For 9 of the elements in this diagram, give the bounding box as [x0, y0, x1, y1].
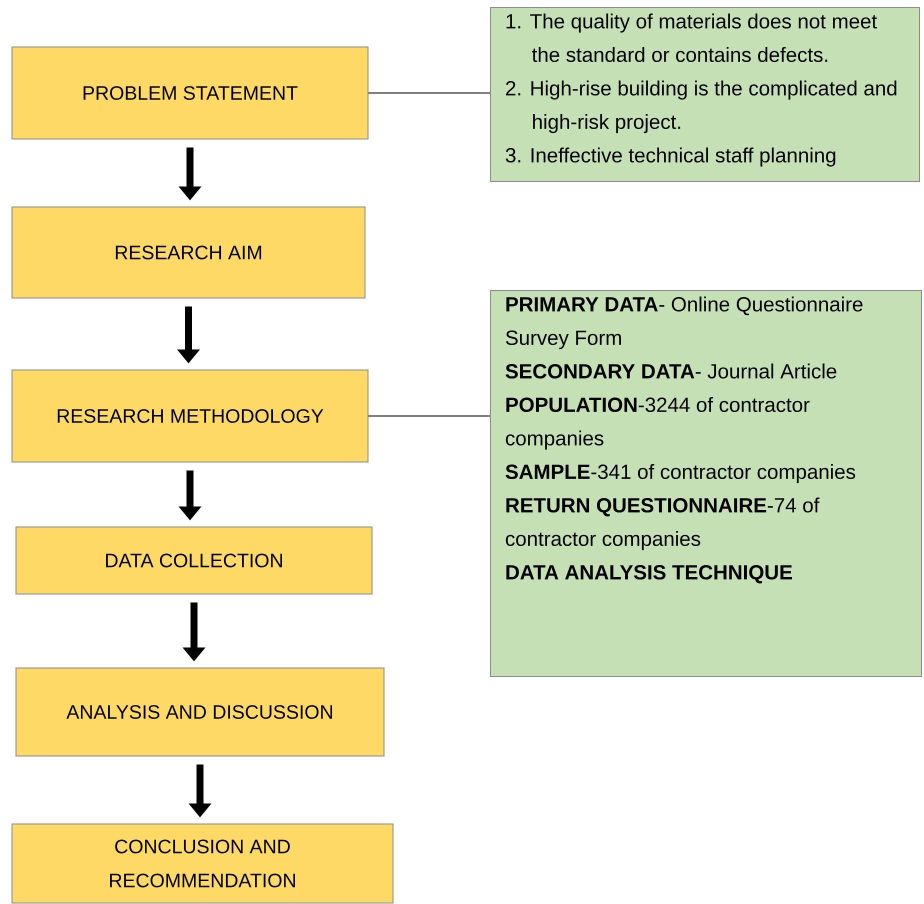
process-box: PROBLEM STATEMENT — [12, 46, 368, 140]
note-box: PRIMARY DATA- Online Questionnaire Survey Form SECONDARY DATA- Journal Article POPULATION-3244 of contractor companies SAMPLE-341 of contractor companies RETURN QUESTIONNAIRE-74 of contractor companies DATA ANALYSIS TECHNIQUE — [490, 290, 922, 677]
process-box: RESEARCH AIM — [12, 206, 366, 298]
process-box: CONCLUSION AND RECOMMENDATION — [12, 824, 394, 904]
process-box: RESEARCH METHODOLOGY — [12, 370, 368, 462]
note-box: 1. The quality of materials does not meet the standard or contains defects. 2. High-rise building is the complicated and high-risk project. 3. Ineffective technical staff planning — [490, 7, 920, 182]
process-box: DATA COLLECTION — [16, 526, 372, 594]
process-box: ANALYSIS AND DISCUSSION — [16, 668, 384, 756]
connector-line — [368, 92, 490, 94]
